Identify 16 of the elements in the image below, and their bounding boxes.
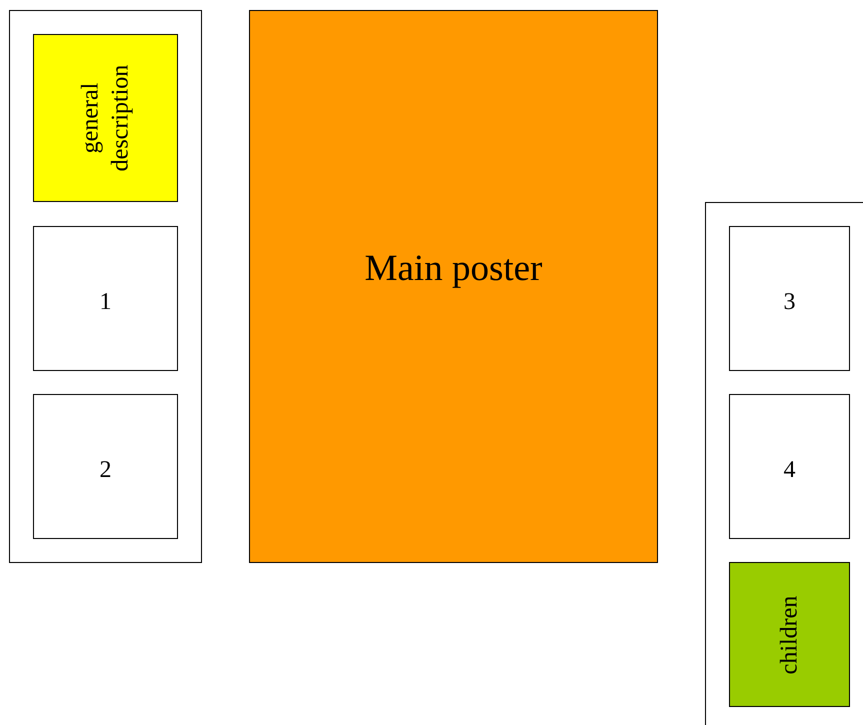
box-label: 2 (98, 456, 112, 484)
side-panel (705, 202, 863, 725)
numbered-box (33, 394, 178, 539)
numbered-box (729, 394, 850, 539)
side-panel (9, 10, 202, 563)
box-label: Main poster (364, 247, 544, 291)
box-label: general description (76, 64, 134, 174)
poster-box (249, 10, 658, 563)
numbered-box (33, 226, 178, 371)
box-label: 1 (98, 288, 112, 316)
box-label: 3 (782, 288, 796, 316)
description-box (33, 34, 178, 202)
box-label: children (776, 594, 804, 676)
numbered-box (729, 226, 850, 371)
children-box (729, 562, 850, 707)
box-label: 4 (782, 456, 796, 484)
